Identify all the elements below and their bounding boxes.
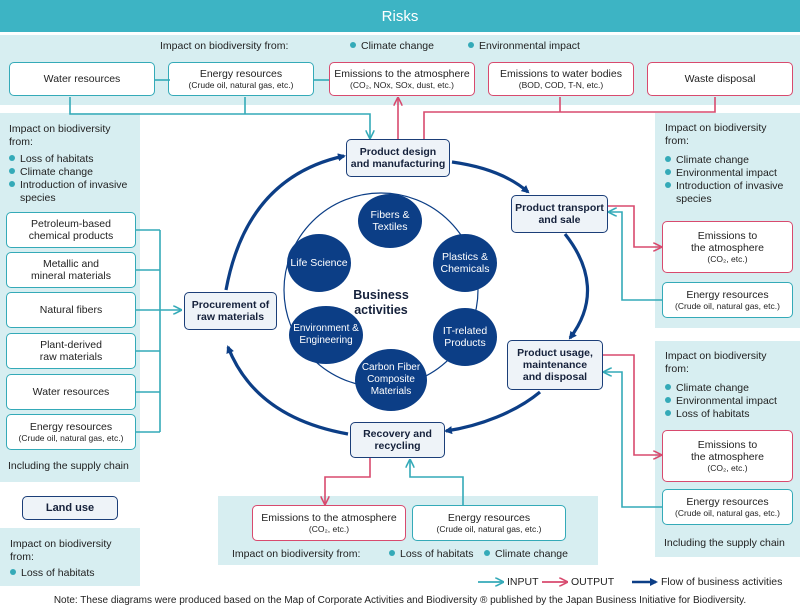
stage-procurement: Procurement of raw materials: [184, 292, 277, 330]
top-box-water: Water resources: [9, 62, 155, 96]
bottom-impact-label: Impact on biodiversity from:: [232, 548, 361, 560]
landuse-panel: [0, 528, 140, 586]
left-box-water: Water resources: [6, 374, 136, 410]
left-box-petroleum: Petroleum-based chemical products: [6, 212, 136, 248]
business-activities-label: Business activities: [353, 288, 409, 317]
left-heading: Impact on biodiversity from:: [9, 123, 111, 148]
left-box-plant-derived: Plant-derived raw materials: [6, 333, 136, 369]
bottom-box-atmosphere: Emissions to the atmosphere(CO₂, etc.): [252, 505, 406, 541]
footnote: Note: These diagrams were produced based…: [53, 595, 747, 606]
top-impact-label: Impact on biodiversity from:: [160, 40, 289, 52]
bottom-bullet-climate: Climate change: [484, 548, 568, 560]
top-box-energy: Energy resources(Crude oil, natural gas,…: [168, 62, 314, 96]
right-top-box-energy: Energy resources(Crude oil, natural gas,…: [662, 282, 793, 318]
stage-product-usage: Product usage, maintenance and disposal: [507, 340, 603, 390]
circle-carbon-fiber: Carbon Fiber Composite Materials: [355, 349, 427, 411]
risks-title: Risks: [381, 7, 419, 25]
circle-plastics-chemicals: Plastics & Chemicals: [433, 234, 497, 292]
top-legend-environment: Environmental impact: [468, 40, 580, 52]
circle-fibers-textiles: Fibers & Textiles: [358, 194, 422, 248]
right-bottom-box-energy: Energy resources(Crude oil, natural gas,…: [662, 489, 793, 525]
right-top-box-atmosphere: Emissions to the atmosphere(CO₂, etc.): [662, 221, 793, 273]
right-top-heading: Impact on biodiversity from:: [665, 122, 767, 147]
flow-design-to-transport: [451, 160, 530, 194]
circle-it-products: IT-related Products: [433, 308, 497, 366]
bullet-dot: [350, 42, 356, 48]
right-top-bullet-3: Introduction of invasive species: [665, 180, 783, 205]
bottom-box-energy: Energy resources(Crude oil, natural gas,…: [412, 505, 566, 541]
top-box-water-bodies: Emissions to water bodies(BOD, COD, T-N,…: [488, 62, 634, 96]
right-bottom-box-atmosphere: Emissions to the atmosphere(CO₂, etc.): [662, 430, 793, 482]
left-bullet-1: Loss of habitats: [9, 153, 94, 166]
landuse-heading: Impact on biodiversity from:: [10, 538, 112, 563]
flow-usage-to-recovery: [444, 390, 542, 435]
right-bottom-bullet-3: Loss of habitats: [665, 408, 750, 421]
circle-life-science: Life Science: [287, 234, 351, 292]
left-box-energy: Energy resources(Crude oil, natural gas,…: [6, 414, 136, 450]
landuse-bullet: Loss of habitats: [10, 567, 95, 580]
bullet-dot: [468, 42, 474, 48]
risks-banner: Risks: [0, 0, 800, 32]
left-bullet-3: Introduction of invasive species: [9, 179, 127, 204]
flow-transport-to-usage: [563, 233, 589, 340]
left-box-natural-fibers: Natural fibers: [6, 292, 136, 328]
right-bottom-bullet-2: Environmental impact: [665, 395, 777, 408]
right-top-bullet-1: Climate change: [665, 154, 749, 167]
stage-product-design: Product design and manufacturing: [346, 139, 450, 177]
right-bottom-heading: Impact on biodiversity from:: [665, 350, 767, 375]
right-top-bullet-2: Environmental impact: [665, 167, 777, 180]
top-box-atmosphere: Emissions to the atmosphere(CO₂, NOx, SO…: [329, 62, 475, 96]
stage-product-transport: Product transport and sale: [511, 195, 608, 233]
left-box-metallic: Metallic and mineral materials: [6, 252, 136, 288]
top-box-waste: Waste disposal: [647, 62, 793, 96]
flow-recovery-to-procurement: [226, 345, 349, 436]
legend-flow: Flow of business activities: [661, 576, 783, 588]
circle-environment-engineering: Environment & Engineering: [289, 306, 363, 364]
landuse-box: Land use: [22, 496, 118, 520]
stage-recovery: Recovery and recycling: [350, 422, 445, 458]
left-footer: Including the supply chain: [8, 460, 129, 472]
legend-input: INPUT: [507, 576, 539, 588]
flow-procurement-to-design: [224, 153, 346, 291]
left-bullet-2: Climate change: [9, 166, 93, 179]
right-bottom-bullet-1: Climate change: [665, 382, 749, 395]
right-bottom-footer: Including the supply chain: [664, 537, 785, 549]
legend-output: OUTPUT: [571, 576, 615, 588]
top-legend-climate: Climate change: [350, 40, 434, 52]
bottom-bullet-habitats: Loss of habitats: [389, 548, 474, 560]
